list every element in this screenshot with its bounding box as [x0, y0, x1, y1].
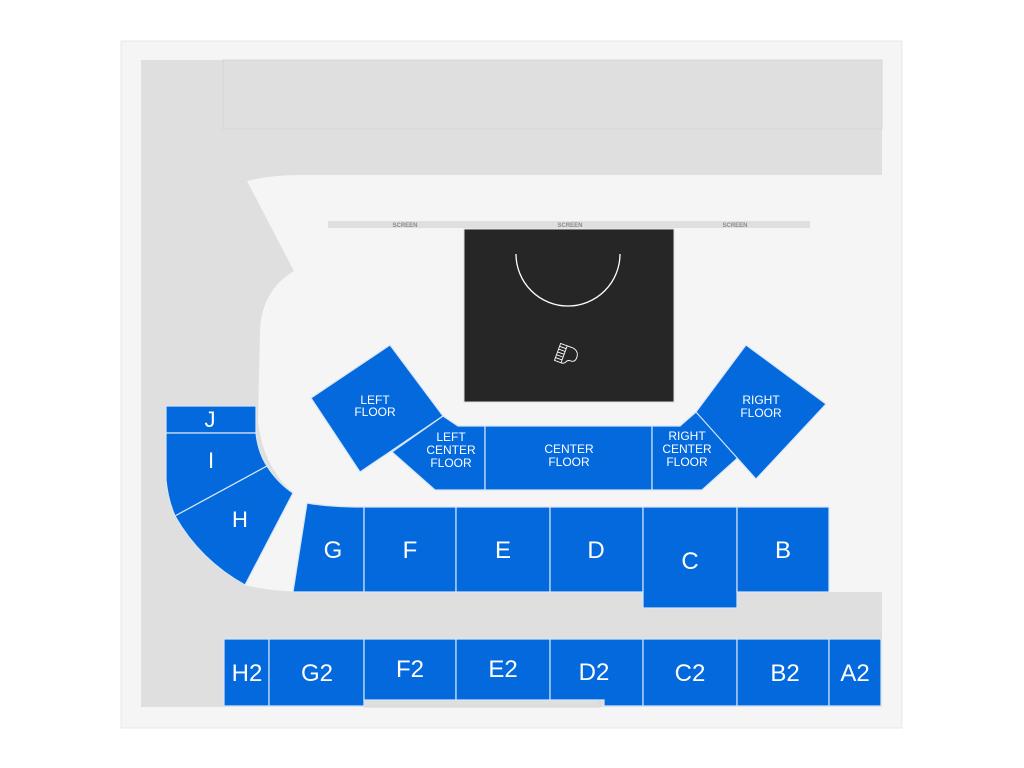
section-e2[interactable]: E2: [455, 638, 551, 701]
section-g2[interactable]: G2: [268, 638, 365, 707]
section-c2[interactable]: C2: [642, 638, 738, 707]
screen-bar: SCREEN SCREEN SCREEN: [328, 221, 810, 229]
section-f[interactable]: F: [363, 506, 457, 593]
grand-piano-icon: [553, 342, 578, 364]
section-j[interactable]: J: [165, 405, 257, 434]
section-a2[interactable]: A2: [828, 638, 882, 707]
stage-arc-icon: [515, 253, 621, 307]
screen-label-center: SCREEN: [557, 223, 582, 229]
section-c[interactable]: C: [642, 506, 738, 609]
screen-label-right: SCREEN: [722, 223, 747, 229]
upper-block: [222, 59, 883, 130]
rear-walkway: [363, 699, 601, 708]
section-b[interactable]: B: [736, 506, 830, 593]
section-h2[interactable]: H2: [223, 638, 270, 707]
section-center-floor[interactable]: CENTER FLOOR: [484, 425, 653, 491]
section-b2[interactable]: B2: [736, 638, 830, 707]
stage: [463, 228, 675, 403]
section-f2[interactable]: F2: [363, 638, 457, 701]
screen-label-left: SCREEN: [392, 223, 417, 229]
section-d2[interactable]: D2: [549, 638, 644, 707]
section-e[interactable]: E: [455, 506, 551, 593]
section-d[interactable]: D: [549, 506, 644, 593]
